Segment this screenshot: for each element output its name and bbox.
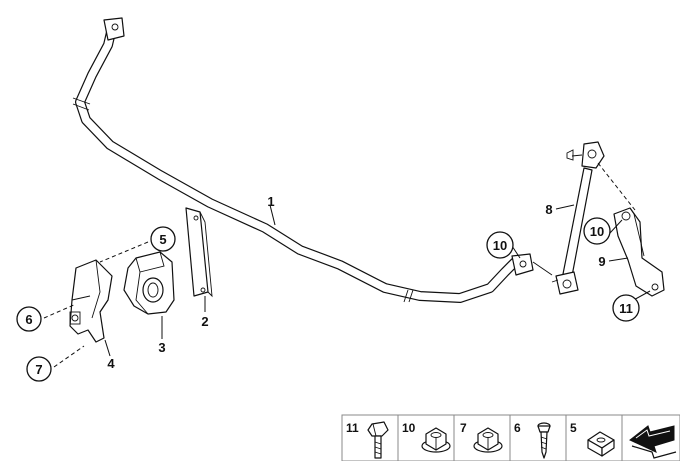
strip-item-number: 6 [514, 421, 521, 435]
flange-nut-icon [473, 427, 503, 453]
callout-11: 11 [612, 294, 640, 322]
callout-label: 7 [35, 362, 42, 377]
screw-icon [537, 422, 551, 459]
flange-nut-icon [421, 427, 451, 453]
label-2: 2 [201, 314, 208, 329]
strip-item-number: 10 [402, 421, 416, 435]
label-3: 3 [158, 340, 165, 355]
strip-item-number: 7 [460, 421, 467, 435]
square-nut-icon [587, 431, 615, 457]
callout-label: 6 [25, 312, 32, 327]
rubber-bushing [123, 251, 175, 315]
callout-7: 7 [26, 356, 52, 382]
link-bracket [613, 207, 665, 297]
strip-item-number: 5 [570, 421, 577, 435]
callout-label: 10 [590, 224, 604, 239]
stabilizer-link [551, 141, 605, 295]
hex-bolt-icon [367, 421, 389, 459]
strip-item-7: 7 [460, 421, 503, 453]
label-1: 1 [267, 194, 274, 209]
callout-10-right: 10 [583, 217, 611, 245]
stabilizer-bar [72, 17, 553, 303]
callout-10-left: 10 [486, 231, 514, 259]
callout-5: 5 [150, 226, 176, 252]
strip-item-number: 11 [346, 421, 359, 435]
strip-item-10: 10 [402, 421, 451, 453]
arrow-icon [629, 425, 677, 459]
label-9: 9 [598, 254, 605, 269]
callout-label: 11 [619, 301, 633, 316]
leader-lines [43, 162, 651, 368]
strip-item-6: 6 [514, 421, 551, 459]
rubber-mount-plate [185, 207, 213, 298]
strip-item-11: 11 [346, 421, 389, 459]
label-4: 4 [107, 356, 115, 371]
callout-6: 6 [16, 306, 42, 332]
callout-label: 10 [493, 238, 507, 253]
parts-strip: 11 10 7 [341, 414, 680, 461]
strip-item-5: 5 [570, 421, 615, 457]
stabilizer-bracket [69, 259, 113, 343]
callout-label: 5 [159, 232, 166, 247]
label-8: 8 [545, 202, 552, 217]
